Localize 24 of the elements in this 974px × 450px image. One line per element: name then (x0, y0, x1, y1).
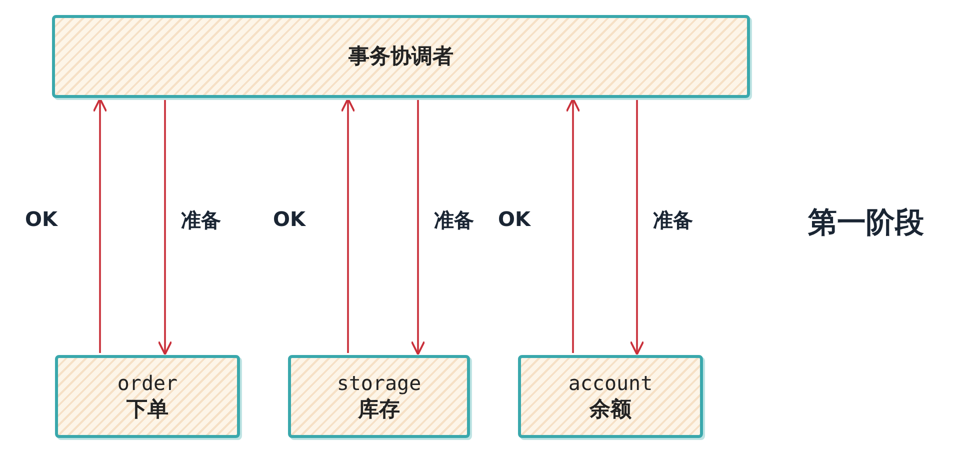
arrow (158, 100, 172, 356)
arrow (630, 100, 644, 356)
arrow (410, 100, 426, 356)
process-box (52, 15, 750, 98)
edge-label: OK (498, 207, 530, 231)
edge-label: OK (273, 207, 306, 231)
edge-label: 准备 (653, 207, 693, 234)
arrow (92, 98, 108, 353)
phase-label: 第一阶段 (808, 204, 924, 241)
edge-label: 准备 (181, 207, 221, 234)
node-text: 库存 (358, 396, 400, 422)
arrow (566, 98, 580, 353)
edge-label: 准备 (434, 207, 474, 234)
process-box (518, 355, 703, 438)
node-text: 下单 (126, 396, 168, 422)
arrow (340, 98, 356, 353)
node-text: account (568, 370, 653, 396)
process-box (288, 355, 470, 438)
node-text: 余额 (590, 396, 632, 422)
node-text: 事务协调者 (348, 43, 454, 70)
node-text: order (117, 370, 178, 396)
edge-label: OK (25, 207, 58, 231)
process-box (55, 355, 240, 438)
node-text: storage (336, 370, 422, 396)
